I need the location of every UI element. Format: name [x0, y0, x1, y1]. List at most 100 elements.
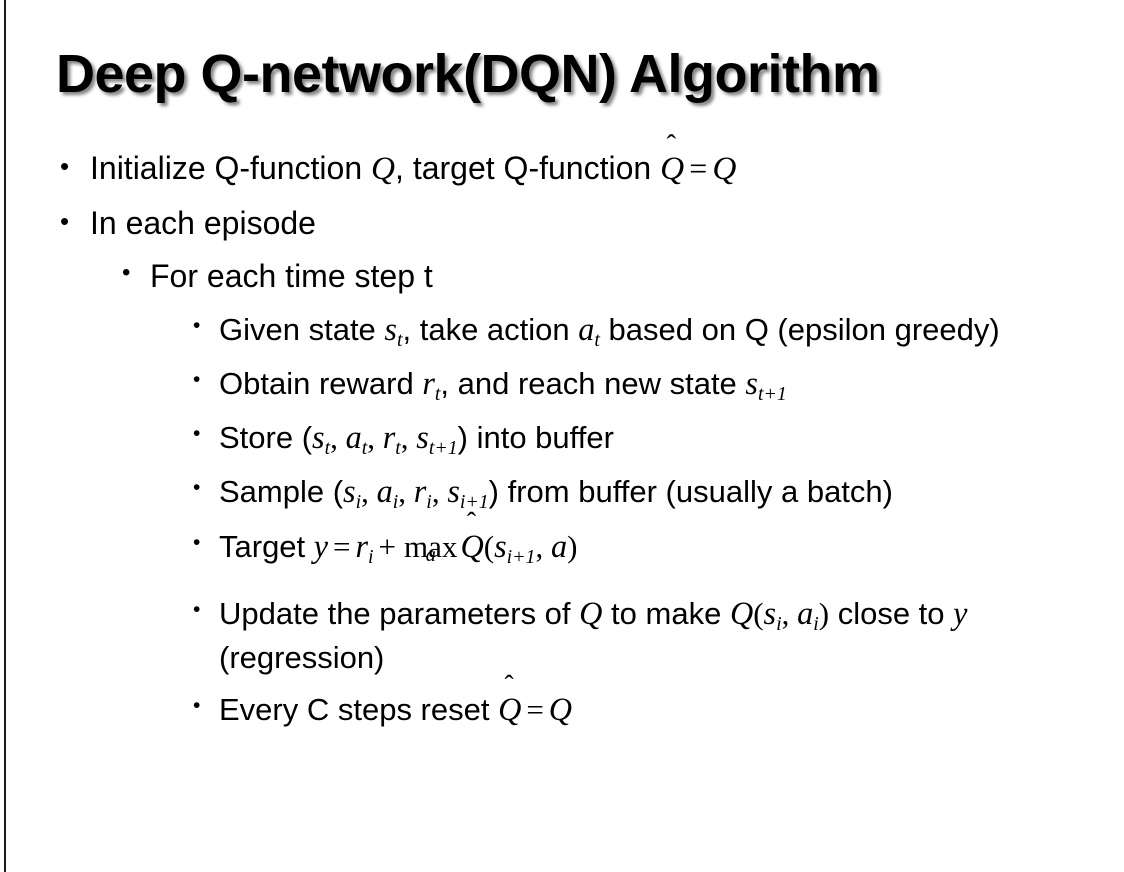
math-var-q: Q	[579, 595, 603, 632]
paren-close: )	[567, 528, 578, 564]
bullet-in-each-episode-text: In each episode	[90, 204, 316, 241]
text-run: ,	[361, 474, 377, 510]
hat-accent: ˆ	[504, 670, 514, 701]
text-run: , target Q-function	[395, 150, 661, 186]
bullet-given-state: • Given state st, take action at based o…	[193, 308, 1106, 353]
bullet-glyph: •	[193, 476, 201, 500]
bullet-glyph: •	[193, 367, 201, 391]
text-run: Sample (	[219, 474, 344, 510]
bullet-for-each-time-step: • For each time step t	[122, 256, 1106, 297]
text-run: , take action	[402, 311, 579, 347]
math-subscript-t: t	[396, 328, 403, 351]
math-var-s: s	[745, 364, 758, 401]
bullet-glyph: •	[193, 693, 201, 717]
math-subscript-i: i	[392, 491, 399, 514]
math-var-s: s	[384, 310, 397, 347]
bullet-glyph: •	[60, 205, 70, 236]
paren-close: )	[818, 596, 830, 632]
math-subscript-t: t	[361, 437, 368, 460]
bullet-update-parameters-text: Update the parameters of Q to make Q(si,…	[219, 592, 1106, 679]
text-run: to make	[602, 596, 730, 632]
text-run: Every C steps reset	[219, 691, 499, 727]
math-subscript-i: i	[813, 613, 819, 636]
math-var-qhat-base: Q	[498, 690, 522, 727]
bullet-glyph: •	[193, 598, 201, 622]
text-run: ,	[535, 528, 551, 564]
max-label: max	[404, 528, 458, 564]
text-run: Given state	[219, 311, 385, 347]
bullet-glyph: •	[60, 151, 70, 181]
math-equals: =	[689, 150, 708, 186]
slide-body: • Initialize Q-function Q, target Q-func…	[60, 131, 1106, 740]
math-var-a: a	[797, 595, 814, 632]
math-var-y: y	[953, 595, 968, 632]
bullet-update-parameters: • Update the parameters of Q to make Q(s…	[193, 592, 1106, 679]
bullet-glyph: •	[193, 530, 201, 554]
text-run: Initialize Q-function	[90, 150, 372, 186]
text-run: (regression)	[219, 640, 385, 676]
math-subscript-i: i	[426, 491, 432, 514]
text-run: based on Q (epsilon greedy)	[599, 311, 1000, 347]
text-run: Target	[219, 528, 314, 564]
text-run: ) into buffer	[457, 420, 614, 456]
text-run: Update the parameters of	[219, 596, 580, 632]
text-run: ,	[398, 474, 414, 510]
bullet-for-each-time-step-text: For each time step t	[150, 257, 433, 294]
math-subscript-t: t	[434, 382, 441, 405]
math-var-q2: Q	[729, 595, 754, 632]
math-subscript-i-plus-1: i+1	[506, 545, 536, 568]
math-plus: +	[378, 528, 396, 564]
text-run: Obtain reward	[219, 365, 423, 401]
text-run: ,	[781, 596, 798, 632]
math-var-r: r	[382, 419, 396, 456]
math-var-r: r	[355, 527, 369, 564]
text-run: ) from buffer (usually a batch)	[488, 474, 893, 510]
bullet-sample-buffer-text: Sample (si, ai, ri, si+1) from buffer (u…	[219, 470, 1106, 515]
math-var-r: r	[422, 364, 435, 401]
bullet-sample-buffer: • Sample (si, ai, ri, si+1) from buffer …	[193, 470, 1106, 515]
bullet-glyph: •	[193, 313, 201, 337]
math-var-a: a	[376, 473, 393, 510]
math-equals: =	[526, 691, 544, 727]
bullet-glyph: •	[193, 422, 201, 446]
text-run: , and reach new state	[440, 365, 746, 401]
math-var-a: a	[550, 527, 568, 564]
math-var-s2: s	[447, 473, 460, 510]
max-limit-a: a	[425, 543, 436, 566]
text-run: Store (	[219, 420, 313, 456]
math-subscript-t: t	[324, 437, 331, 460]
text-run: ,	[330, 420, 346, 456]
hat-accent: ˆ	[666, 130, 677, 162]
text-run: ,	[400, 420, 417, 456]
math-var-r: r	[413, 473, 427, 510]
text-run: ,	[367, 420, 383, 456]
math-var-qhat-base: Q	[660, 150, 685, 187]
bullet-given-state-text: Given state st, take action at based on …	[219, 308, 1106, 353]
bullet-store-buffer-text: Store (st, at, rt, st+1) into buffer	[219, 416, 1106, 461]
math-subscript-i: i	[776, 613, 782, 636]
math-var-s2: s	[416, 419, 429, 456]
math-subscript-i-plus-1: i+1	[459, 491, 489, 514]
hat-accent: ˆ	[466, 507, 476, 538]
math-var-a: a	[345, 419, 362, 456]
bullet-store-buffer: • Store (st, at, rt, st+1) into buffer	[193, 416, 1106, 461]
math-var-q: Q	[371, 150, 396, 187]
slide-left-border	[4, 0, 6, 872]
math-subscript-i: i	[355, 491, 362, 514]
math-var-qhat-base: Q	[460, 527, 484, 564]
text-run: close to	[829, 596, 954, 632]
math-equals: =	[333, 528, 351, 564]
math-var-s: s	[763, 595, 777, 632]
math-subscript-t: t	[395, 437, 401, 460]
bullet-obtain-reward-text: Obtain reward rt, and reach new state st…	[219, 362, 1106, 407]
bullet-initialize-text: Initialize Q-function Q, target Q-functi…	[90, 131, 1106, 191]
